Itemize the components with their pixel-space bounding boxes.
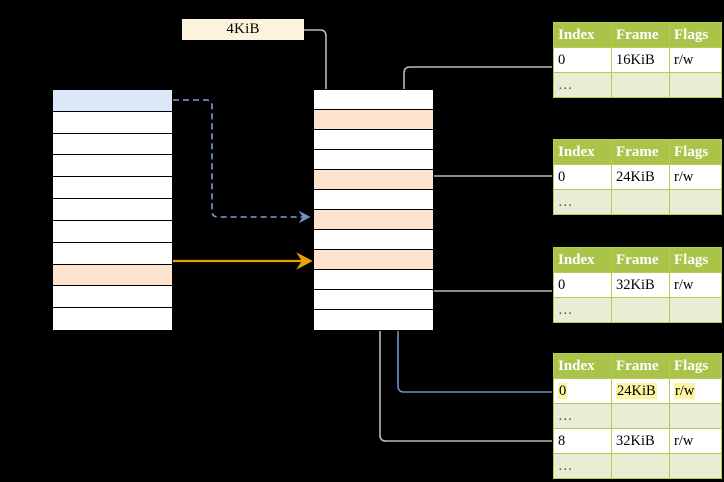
memory-row-11[interactable]: [314, 310, 433, 330]
cell-frame: 24KiB: [611, 164, 670, 190]
memory-row-1[interactable]: [53, 111, 172, 134]
memory-row-3[interactable]: [314, 150, 433, 170]
column-header-frame: Frame: [611, 139, 670, 165]
column-header-frame: Frame: [611, 353, 670, 379]
table-header-row: Index Frame Flags: [553, 22, 722, 48]
cell-flags: [669, 189, 722, 215]
memory-row-5[interactable]: [53, 199, 172, 221]
page-table-4: Index Frame Flags 0 24KiB r/w … 8: [552, 352, 722, 480]
table-row-ellipsis[interactable]: …: [553, 453, 722, 479]
column-header-frame: Frame: [611, 247, 670, 273]
memory-row-8[interactable]: [53, 264, 172, 287]
memory-row-6[interactable]: [53, 220, 172, 243]
wire-pt2-to-frame: [419, 175, 552, 218]
cell-index: 0: [553, 47, 612, 73]
column-header-frame: Frame: [611, 22, 670, 48]
cell-flags: [669, 453, 722, 479]
table-row[interactable]: 0 32KiB r/w: [553, 272, 722, 298]
table-header-row: Index Frame Flags: [553, 353, 722, 379]
cell-flags: [669, 297, 722, 323]
cell-frame: [611, 72, 670, 98]
table-header-row: Index Frame Flags: [553, 247, 722, 273]
page-table-2: Index Frame Flags 0 24KiB r/w …: [552, 138, 722, 216]
memory-row-5[interactable]: [314, 190, 433, 210]
memory-row-0[interactable]: [314, 90, 433, 110]
table-row[interactable]: 0 24KiB r/w: [553, 164, 722, 190]
cell-index: 0: [553, 378, 612, 404]
table-row-ellipsis[interactable]: …: [553, 72, 722, 98]
table-row[interactable]: 8 32KiB r/w: [553, 428, 722, 454]
cell-frame: [611, 189, 670, 215]
page-table-1: Index Frame Flags 0 16KiB r/w …: [552, 21, 722, 99]
cell-frame-text: 24KiB: [616, 382, 657, 399]
cell-flags: r/w: [669, 164, 722, 190]
wire-virtual-page-mapping: [173, 99, 311, 224]
cell-flags-text: r/w: [674, 382, 696, 399]
column-header-flags: Flags: [669, 353, 722, 379]
cell-flags: r/w: [669, 272, 722, 298]
cell-flags: r/w: [669, 378, 722, 404]
cell-index: …: [553, 189, 612, 215]
memory-row-6[interactable]: [314, 210, 433, 230]
table-row-ellipsis[interactable]: …: [553, 297, 722, 323]
cell-index: 0: [553, 272, 612, 298]
cell-frame: [611, 403, 670, 429]
cell-flags: r/w: [669, 47, 722, 73]
cell-index: 0: [553, 164, 612, 190]
column-header-flags: Flags: [669, 22, 722, 48]
middle-memory-column: [313, 89, 434, 331]
memory-row-4[interactable]: [314, 170, 433, 190]
cell-index: …: [553, 297, 612, 323]
cell-index: …: [553, 72, 612, 98]
page-table-3: Index Frame Flags 0 32KiB r/w …: [552, 246, 722, 324]
column-header-index: Index: [553, 353, 612, 379]
cell-frame: 32KiB: [611, 272, 670, 298]
memory-row-7[interactable]: [53, 242, 172, 265]
table-row[interactable]: 0 16KiB r/w: [553, 47, 722, 73]
memory-row-8[interactable]: [314, 250, 433, 270]
cell-frame: 32KiB: [611, 428, 670, 454]
table-row-highlighted[interactable]: 0 24KiB r/w: [553, 378, 722, 404]
column-header-index: Index: [553, 247, 612, 273]
memory-row-9[interactable]: [53, 286, 172, 309]
cell-frame: 24KiB: [611, 378, 670, 404]
column-header-flags: Flags: [669, 247, 722, 273]
column-header-flags: Flags: [669, 139, 722, 165]
memory-row-7[interactable]: [314, 230, 433, 250]
table-header-row: Index Frame Flags: [553, 139, 722, 165]
memory-row-2[interactable]: [53, 133, 172, 156]
memory-row-10[interactable]: [314, 290, 433, 310]
memory-row-1[interactable]: [314, 110, 433, 130]
page-size-label: 4KiB: [182, 19, 304, 40]
left-memory-column: [52, 89, 173, 331]
memory-row-9[interactable]: [314, 270, 433, 290]
cell-frame: [611, 453, 670, 479]
cell-index: …: [553, 453, 612, 479]
cell-index-text: 0: [558, 382, 568, 399]
cell-index: …: [553, 403, 612, 429]
cell-flags: [669, 403, 722, 429]
column-header-index: Index: [553, 22, 612, 48]
memory-row-10[interactable]: [53, 308, 172, 330]
cell-index: 8: [553, 428, 612, 454]
cell-flags: [669, 72, 722, 98]
cell-frame: 16KiB: [611, 47, 670, 73]
memory-row-3[interactable]: [53, 155, 172, 178]
memory-row-2[interactable]: [314, 130, 433, 150]
table-row-ellipsis[interactable]: …: [553, 189, 722, 215]
cell-flags: r/w: [669, 428, 722, 454]
memory-row-0[interactable]: [53, 90, 172, 112]
wire-pt3-to-frame: [419, 262, 552, 292]
table-row-ellipsis[interactable]: …: [553, 403, 722, 429]
column-header-index: Index: [553, 139, 612, 165]
memory-row-4[interactable]: [53, 177, 172, 200]
cell-frame: [611, 297, 670, 323]
